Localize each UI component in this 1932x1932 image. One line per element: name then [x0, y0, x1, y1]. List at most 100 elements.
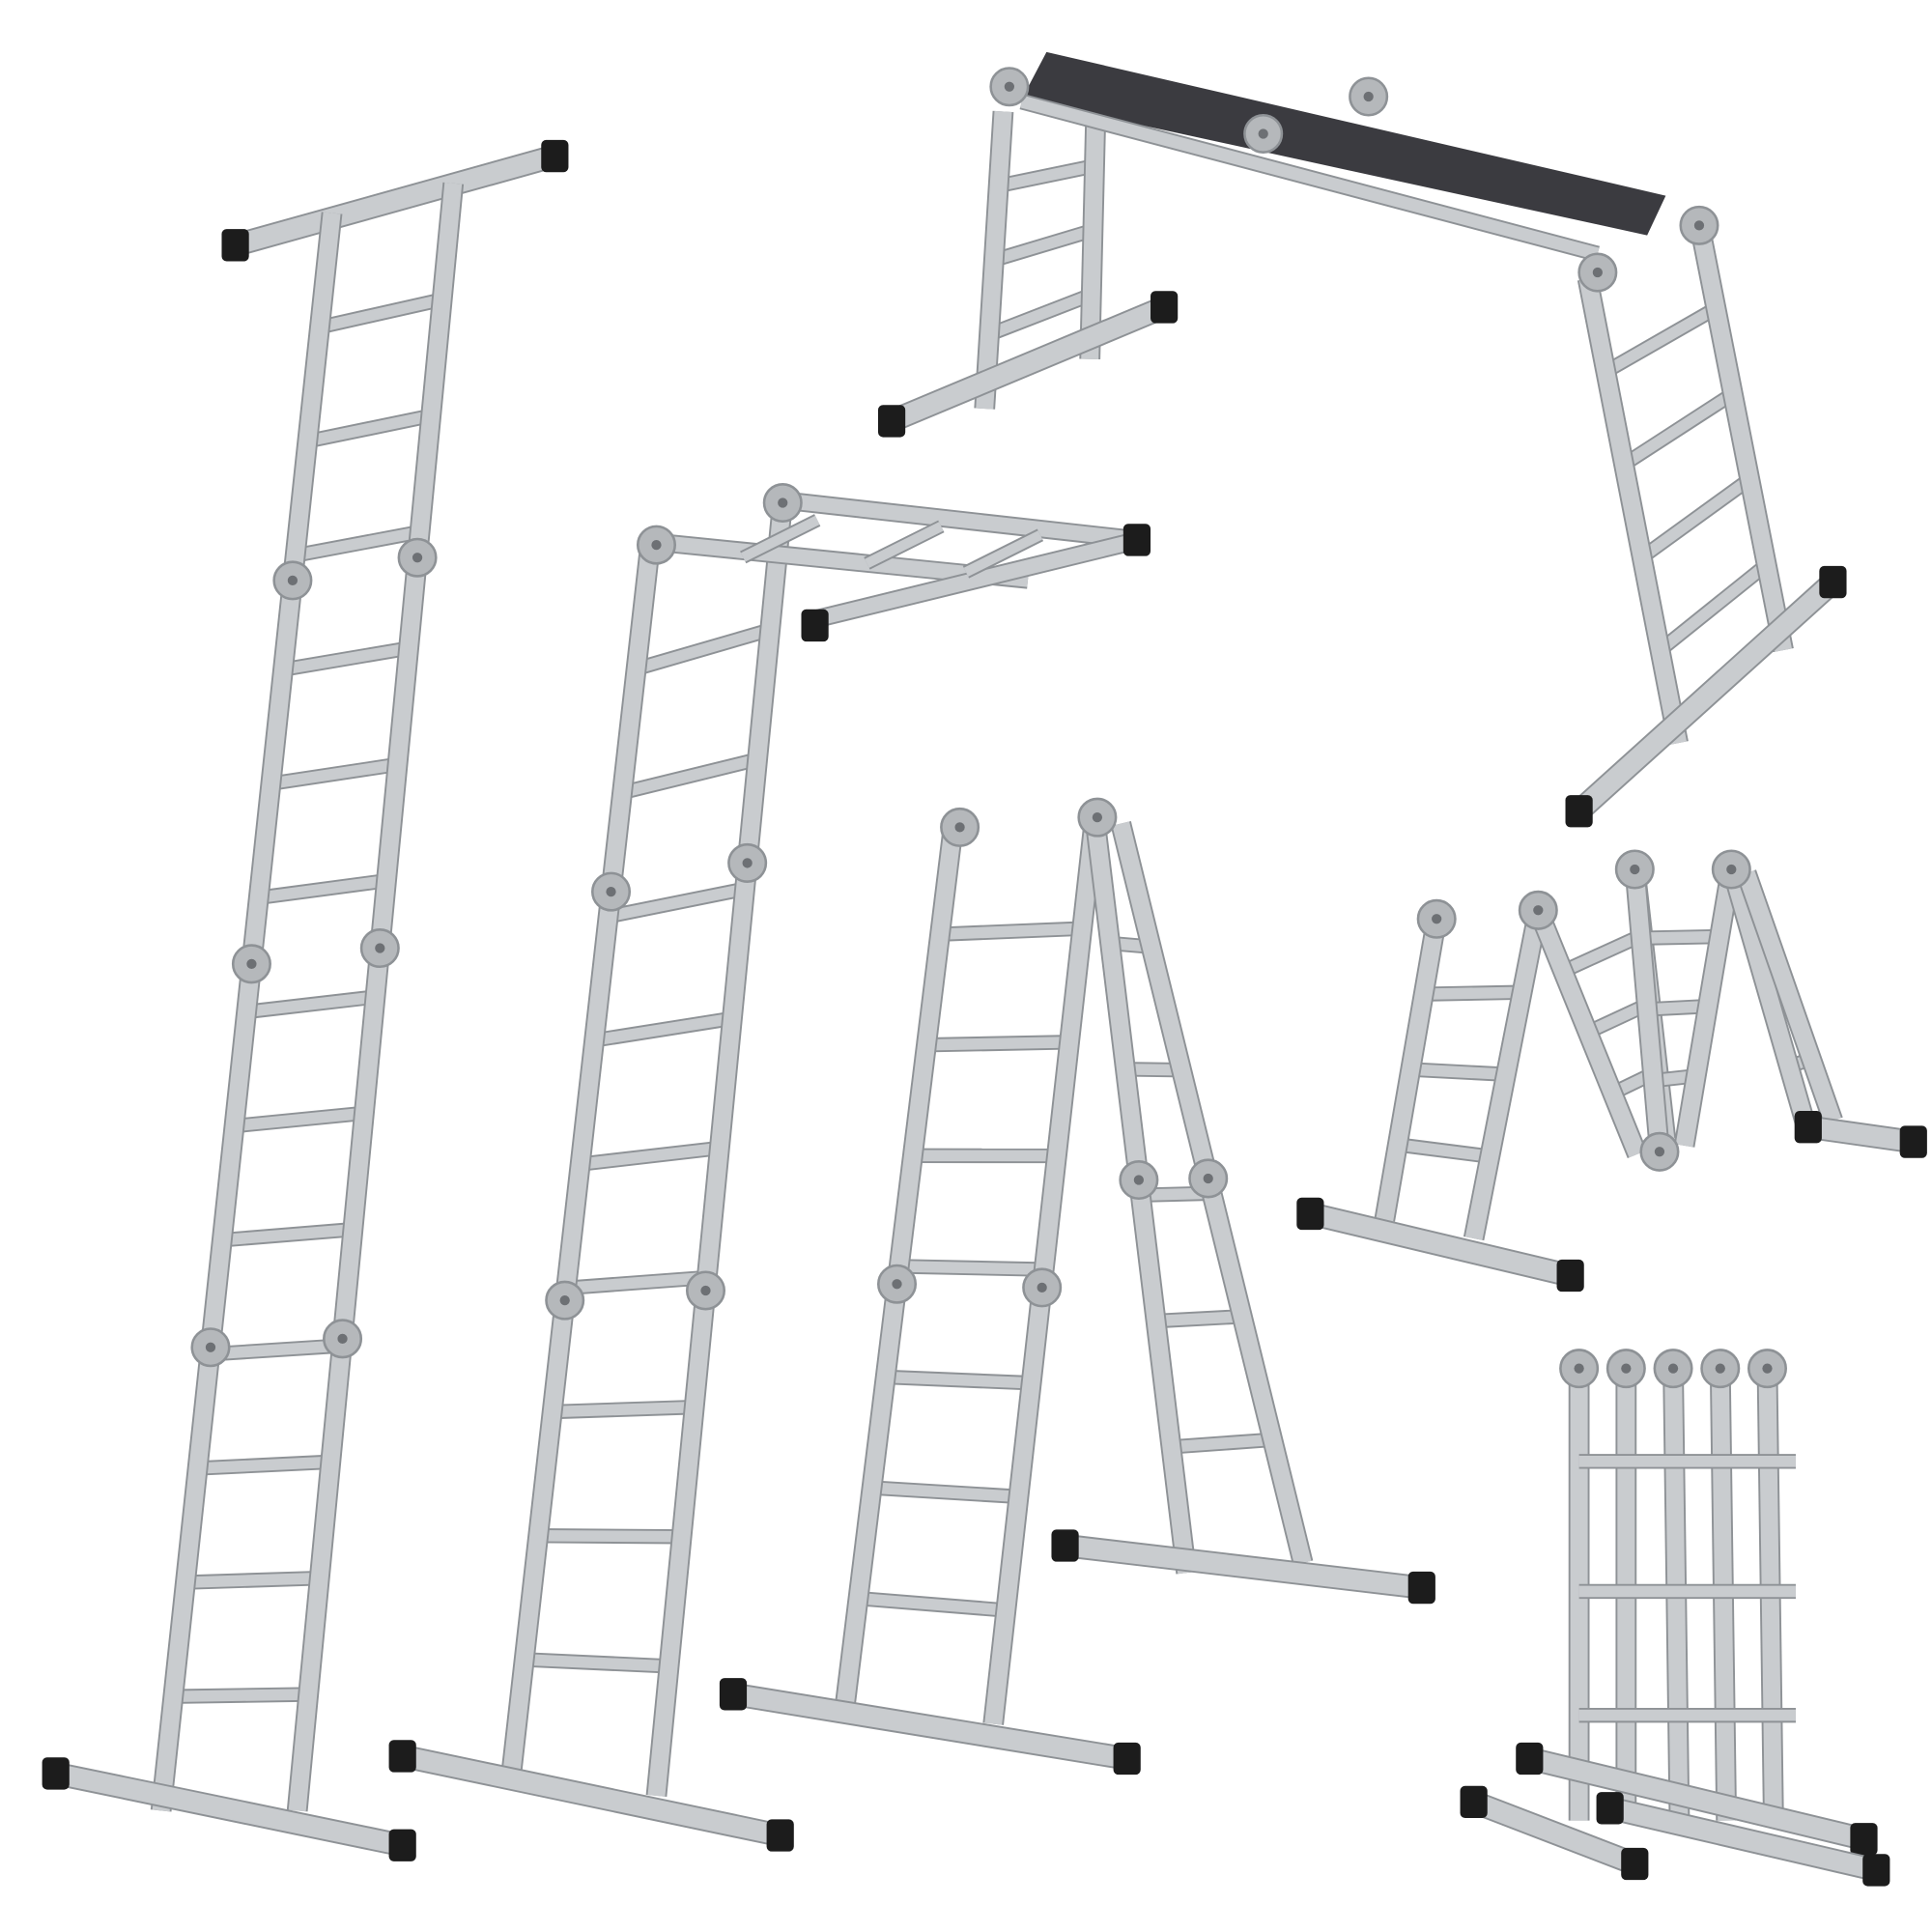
scaffold-platform-ladder [877, 51, 1847, 828]
ladder-rung [865, 522, 944, 568]
ladder-rail [288, 182, 463, 1812]
hinge-bolt [606, 886, 616, 897]
rubber-foot [1151, 291, 1179, 324]
ladder-rail [152, 212, 341, 1812]
ladder-rung [1638, 474, 1753, 562]
hinge-bolt [954, 822, 965, 833]
ladder-rail [1081, 100, 1105, 360]
ladder-rung [1397, 1139, 1492, 1162]
stabilizer-bar [1308, 1204, 1574, 1286]
ladder-rung [185, 1572, 320, 1588]
rubber-foot [1460, 1785, 1488, 1819]
hinge-bolt [559, 1295, 570, 1306]
ladder-rung [992, 224, 1095, 266]
ladder-rung [1560, 929, 1645, 977]
hinge-bolt [1592, 267, 1603, 278]
hinge-bolt [1203, 1173, 1213, 1184]
ladder-rail [1376, 917, 1446, 1222]
hinge-bolt [1092, 812, 1103, 823]
rubber-foot [1565, 795, 1593, 828]
ladder-rung [963, 530, 1043, 577]
rubber-foot [1596, 1792, 1624, 1825]
ladder-rung [173, 1689, 309, 1702]
rubber-foot [1899, 1125, 1927, 1158]
ladder-rung [245, 991, 377, 1018]
ladder-rung [1423, 986, 1522, 1000]
ladder-rail [1690, 221, 1792, 652]
ladder-rung [1603, 303, 1719, 377]
ladder-rail [976, 110, 1012, 410]
ladder-rung [524, 1654, 669, 1672]
ladder-rung [209, 1340, 343, 1360]
ladder-rung [270, 758, 399, 789]
ladder-rail [1464, 908, 1548, 1240]
platform-frame [1020, 95, 1600, 261]
hinge-bolt [1432, 914, 1442, 924]
hinge-bolt [1715, 1363, 1725, 1374]
ladder-rung [1155, 1311, 1243, 1327]
l-shaped-wall-ladder [388, 483, 1151, 1852]
ladder-rail [1529, 906, 1646, 1158]
rubber-foot [42, 1757, 70, 1790]
stabilizer-bar [1572, 574, 1840, 819]
ladder-rung [1656, 560, 1771, 655]
ladder-rung [197, 1456, 331, 1474]
ladder-rung [593, 1012, 733, 1046]
rubber-foot [719, 1678, 748, 1711]
ladder-rail [781, 493, 1141, 548]
hinge-bolt [205, 1342, 216, 1352]
rubber-foot [877, 405, 906, 438]
rubber-foot [1113, 1742, 1141, 1776]
stabilizer-bar [1806, 1117, 1916, 1152]
stabilizer-bar [400, 1746, 782, 1846]
stabilizer-bar [1469, 1792, 1638, 1874]
ladder-rung [565, 1271, 708, 1294]
rubber-foot [1621, 1847, 1649, 1881]
platform-board [1021, 51, 1666, 236]
ladder-rung [939, 923, 1083, 940]
hinge-bolt [375, 943, 385, 953]
rubber-foot [1407, 1571, 1435, 1605]
ladder-rung [1640, 930, 1720, 944]
hinge-bolt [337, 1333, 348, 1344]
a-frame-step-ladder [719, 797, 1435, 1776]
ladder-rung [233, 1107, 365, 1132]
ladder-rung [885, 1371, 1032, 1389]
ladder-rung [634, 624, 772, 674]
hinge-bolt [1693, 220, 1705, 231]
hinge-bolt [1363, 91, 1374, 102]
rubber-foot [1051, 1529, 1079, 1562]
hinge-bolt [1004, 81, 1014, 92]
rubber-foot [388, 1740, 416, 1773]
rubber-foot [541, 139, 569, 173]
ladder-rung [986, 289, 1094, 340]
hinge-bolt [1133, 1175, 1144, 1185]
hinge-bolt [1533, 905, 1544, 916]
hinge-bolt [892, 1279, 902, 1290]
folded-ladder [1460, 1349, 1890, 1887]
stabilizer-bar [1064, 1535, 1423, 1598]
ladder-rung [294, 526, 421, 561]
hinge-bolt [1630, 864, 1640, 875]
rubber-foot [1556, 1259, 1584, 1293]
hinge-bolt [778, 497, 788, 508]
hinge-bolt [742, 858, 753, 868]
ladder-rung [607, 883, 747, 923]
ladder-rung [857, 1592, 1007, 1616]
stabilizer-bar [731, 1684, 1129, 1769]
hinge-bolt [1621, 1363, 1632, 1374]
hinge-bolt [1258, 128, 1268, 139]
ladder-rung [538, 1529, 682, 1543]
ladder-rung [997, 160, 1096, 191]
hinge-bolt [1667, 1363, 1679, 1374]
stabilizer-bar [53, 1763, 405, 1856]
ladder-rung [258, 875, 387, 904]
ladder-rung [552, 1401, 695, 1418]
rubber-foot [1794, 1111, 1822, 1144]
ladder-rail [1738, 869, 1841, 1124]
rubber-foot [1862, 1854, 1890, 1887]
hinge-bolt [287, 575, 298, 586]
ladder-rung [871, 1482, 1019, 1503]
